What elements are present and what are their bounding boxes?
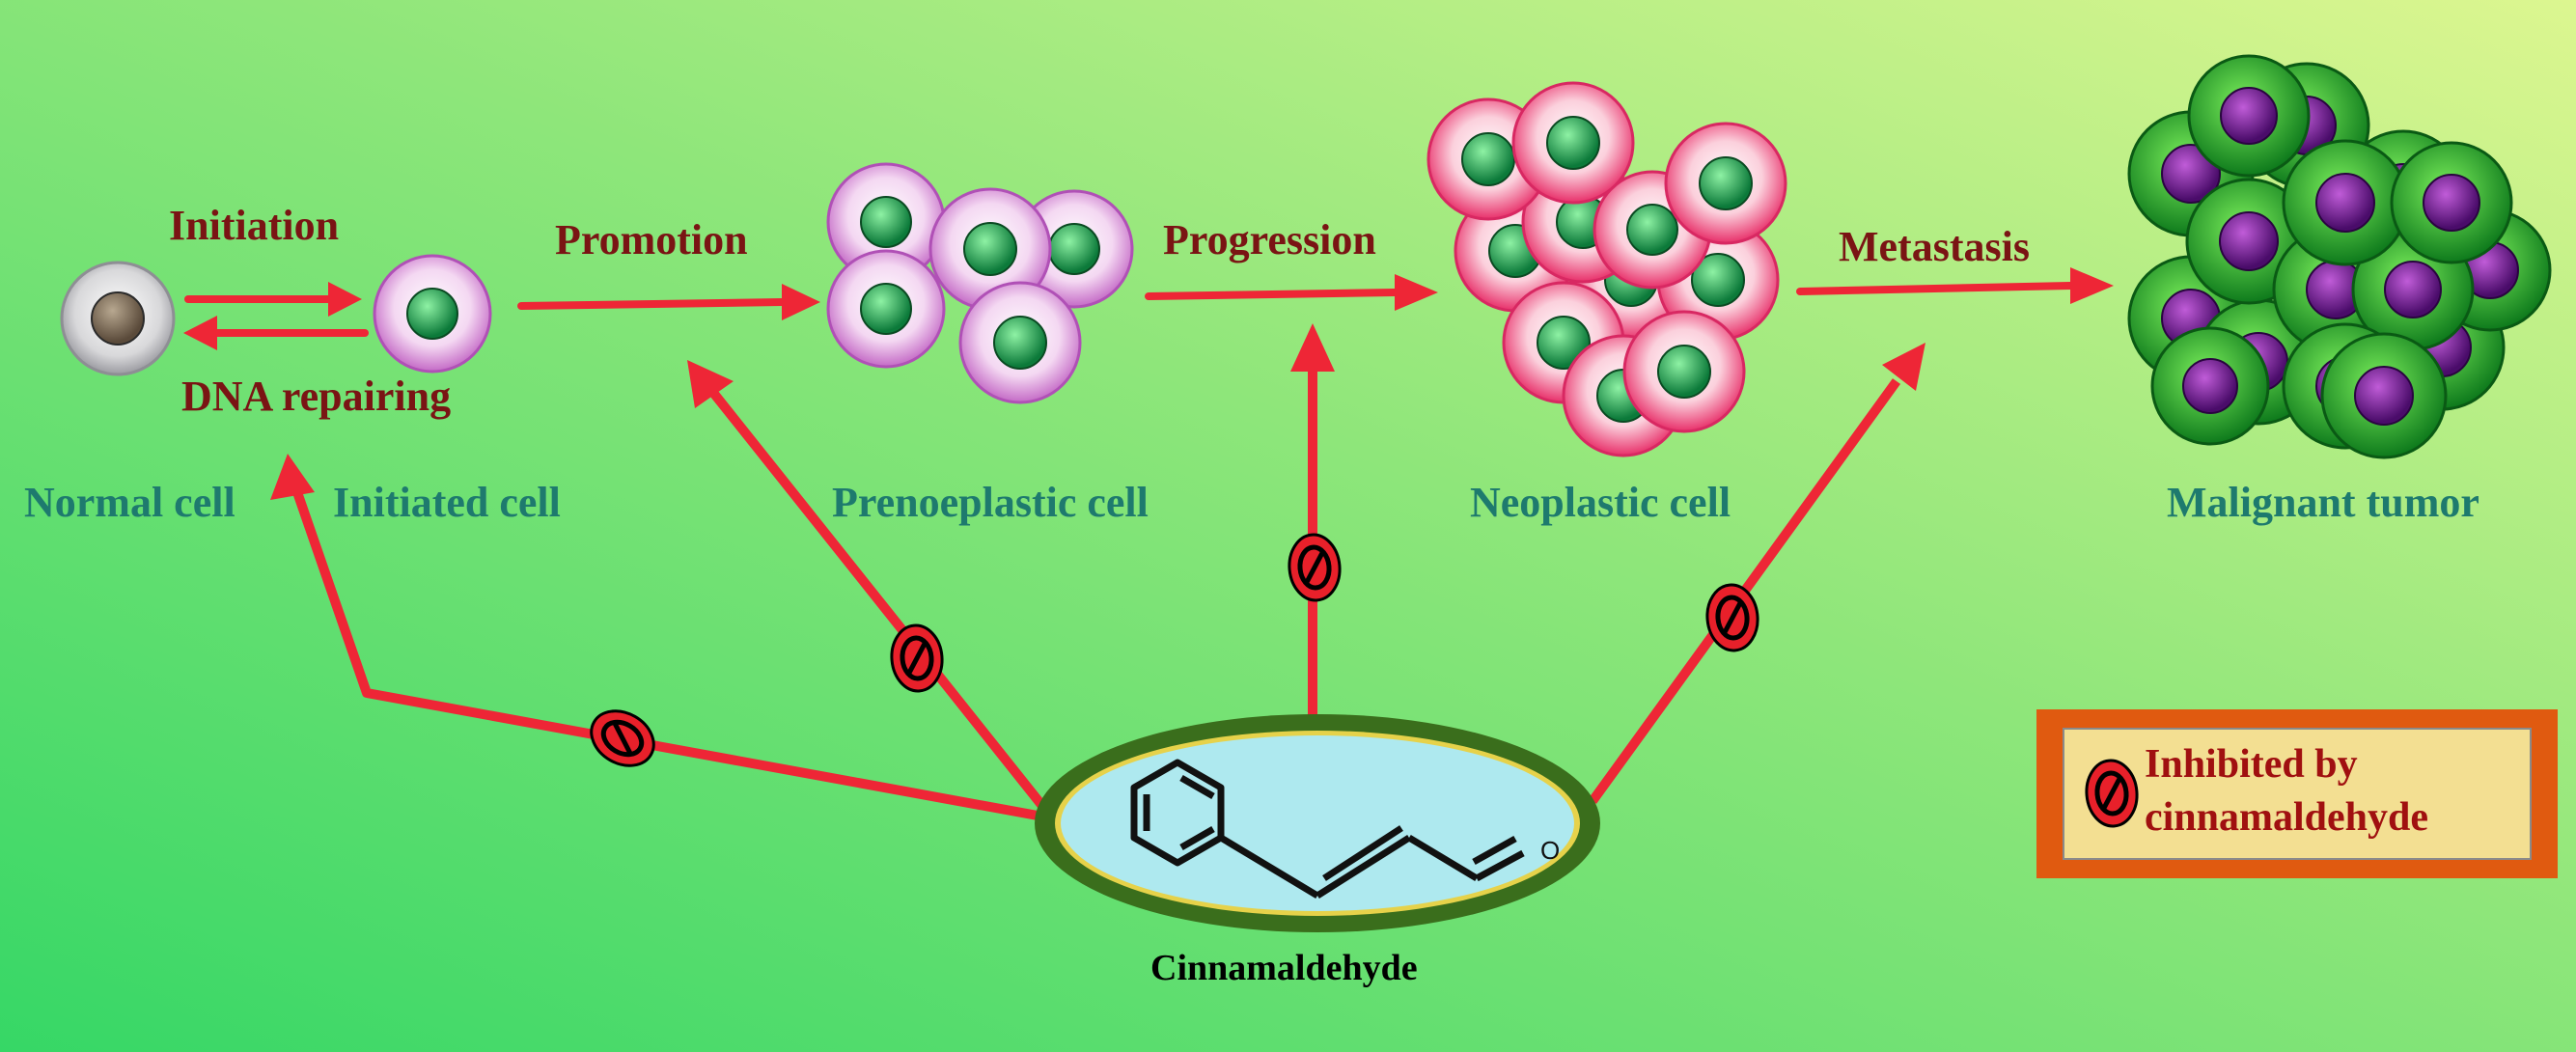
cinnamaldehyde-label: Cinnamaldehyde <box>1150 948 1418 988</box>
oxygen-atom-label: O <box>1540 836 1560 865</box>
prenoeplastic-cell-label: Prenoeplastic cell <box>832 479 1149 526</box>
progression-label: Progression <box>1163 216 1376 263</box>
metastasis-label: Metastasis <box>1839 223 2030 270</box>
initiated-cell-image <box>373 254 492 374</box>
malignant-tumor-cluster <box>2127 54 2552 459</box>
arrow-normal-to-initiated <box>184 282 362 317</box>
legend: Inhibited by cinnamaldehyde <box>2036 709 2558 878</box>
cinnamaldehyde-structure <box>1130 759 1525 900</box>
arrow-inhibit-promotion <box>687 360 1046 810</box>
arrow-dna-repair <box>183 316 369 350</box>
cinnamaldehyde-compound: O <box>1035 714 1600 932</box>
dna-repairing-label: DNA repairing <box>181 373 451 420</box>
arrow-metastasis <box>1796 267 2114 304</box>
arrow-promotion <box>517 284 820 320</box>
neoplastic-cell-label: Neoplastic cell <box>1470 479 1731 526</box>
legend-line-2: cinnamaldehyde <box>2145 795 2428 840</box>
promotion-label: Promotion <box>555 216 748 263</box>
arrow-inhibit-initiation <box>270 454 1039 820</box>
neoplastic-cell-cluster <box>1426 81 1787 457</box>
malignant-tumor-label: Malignant tumor <box>2167 479 2479 526</box>
prenoeplastic-cell-cluster <box>826 162 1134 404</box>
initiation-label: Initiation <box>169 202 339 249</box>
initiated-cell-label: Initiated cell <box>333 479 561 526</box>
normal-cell-image <box>60 261 176 376</box>
progression-arrows <box>183 267 2114 350</box>
legend-line-1: Inhibited by <box>2145 742 2358 787</box>
arrow-progression <box>1145 274 1438 311</box>
normal-cell-label: Normal cell <box>24 479 235 526</box>
